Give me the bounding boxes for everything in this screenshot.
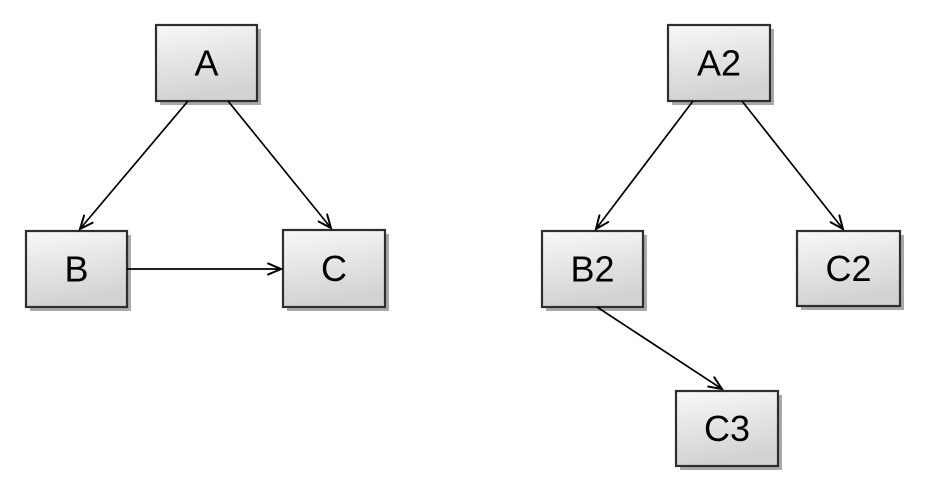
- node-label-C3: C3: [704, 408, 750, 449]
- node-B2: B2: [540, 229, 647, 311]
- node-C: C: [281, 228, 389, 311]
- node-label-A: A: [194, 43, 218, 84]
- node-box-C: [281, 228, 387, 309]
- node-label-B: B: [64, 249, 88, 290]
- edge-B2-to-C3: [596, 306, 722, 389]
- node-box-C2: [795, 229, 902, 308]
- node-label-C: C: [321, 248, 347, 289]
- node-B: B: [24, 229, 131, 311]
- edge-A-to-B: [80, 100, 189, 229]
- node-C3: C3: [674, 389, 782, 470]
- edge-A2-to-B2: [596, 100, 694, 229]
- node-box-C3: [674, 389, 780, 468]
- node-A2: A2: [666, 23, 774, 105]
- node-box-A: [154, 23, 259, 103]
- node-box-A2: [666, 23, 772, 103]
- node-label-B2: B2: [570, 249, 614, 290]
- node-box-B: [24, 229, 129, 309]
- edge-A-to-C: [227, 100, 331, 228]
- left-graph: A B C: [24, 23, 389, 311]
- node-box-B2: [540, 229, 645, 309]
- node-A: A: [154, 23, 261, 105]
- node-label-C2: C2: [825, 248, 871, 289]
- edge-A2-to-C2: [741, 100, 843, 229]
- node-label-A2: A2: [697, 43, 741, 84]
- node-C2: C2: [795, 229, 904, 310]
